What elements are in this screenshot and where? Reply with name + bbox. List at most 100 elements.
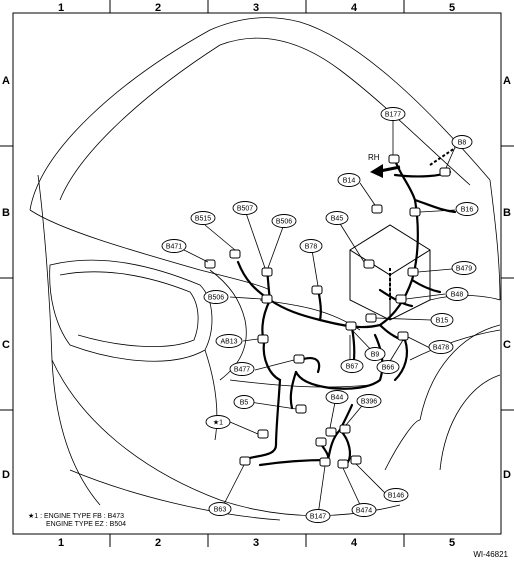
col-label-5-bottom: 5: [449, 537, 455, 549]
callout-b67: B67: [340, 359, 364, 373]
callout-b396: B396: [356, 394, 382, 408]
leader-lines: [179, 120, 457, 516]
col-label-4-top: 4: [351, 2, 358, 14]
grid-frame: [12, 12, 502, 535]
connector-b48: [395, 294, 407, 304]
figure-id: WI-46821: [473, 550, 508, 559]
callout-b63: B63: [208, 502, 232, 516]
callout-label-b479: B479: [456, 266, 472, 273]
engine-type-note-line2: ENGINE TYPE EZ : B504: [46, 521, 127, 528]
connector-b78: [311, 285, 323, 295]
callout-label-b507: B507: [237, 206, 253, 213]
callout-label-b48: B48: [451, 292, 464, 299]
callout-b471: B471: [161, 239, 187, 253]
callout-b477: B477: [229, 362, 255, 376]
callout-label-b471: B471: [166, 244, 182, 251]
callout-label-b146: B146: [388, 493, 404, 500]
callout-b506-upper: B506: [271, 214, 297, 228]
callout-ab13: AB13: [215, 334, 243, 348]
callout-label-b506-lower: B506: [208, 295, 224, 302]
callout-b78: B78: [299, 239, 323, 253]
row-label-a-right: A: [503, 75, 511, 87]
connector-ab13: [257, 334, 269, 344]
callout-label-b14: B14: [343, 178, 356, 185]
callout-b177: B177: [380, 107, 406, 121]
callout-label-b5: B5: [240, 400, 249, 407]
connector-b479: [407, 267, 419, 277]
direction-label: RH: [368, 153, 380, 162]
connector-b177: [388, 154, 400, 164]
connector-b478: [397, 331, 409, 341]
row-label-b-left: B: [2, 207, 10, 219]
callout-b474: B474: [351, 503, 377, 517]
callout-b9: B9: [364, 347, 386, 361]
col-label-2-bottom: 2: [155, 537, 161, 549]
callout-star1: ★1: [205, 415, 231, 429]
callout-label-b9: B9: [371, 352, 380, 359]
callout-b506-lower: B506: [203, 290, 229, 304]
vehicle-outline: [29, 17, 501, 521]
callout-label-b515: B515: [195, 216, 211, 223]
connector-b63: [239, 456, 251, 466]
callout-label-b67: B67: [346, 364, 359, 371]
callout-b507: B507: [232, 201, 258, 215]
row-label-d-right: D: [503, 469, 511, 481]
callout-label-b474: B474: [356, 508, 372, 515]
connector-b477: [293, 354, 305, 364]
callout-label-star1: ★1: [213, 419, 223, 427]
connector-b44: [325, 427, 337, 437]
dashed-wire: [389, 147, 456, 300]
callout-label-b44: B44: [331, 395, 344, 402]
connector-b146: [350, 455, 362, 465]
callout-b5: B5: [233, 395, 255, 409]
callout-b147: B147: [305, 509, 331, 523]
connector-b45: [363, 259, 375, 269]
callout-label-b45: B45: [331, 216, 344, 223]
row-label-c-left: C: [2, 339, 10, 351]
wire-harness: [236, 158, 457, 467]
callout-label-b147: B147: [310, 514, 326, 521]
connector-star1: [257, 429, 269, 439]
row-ticks: [0, 145, 514, 411]
direction-arrow: RH: [368, 153, 401, 178]
callout-label-b63: B63: [214, 507, 227, 514]
column-ticks: [109, 0, 405, 547]
connector-b16: [409, 207, 421, 217]
callout-b15: B15: [430, 313, 454, 327]
callout-b479: B479: [451, 261, 477, 275]
col-label-1-bottom: 1: [58, 537, 64, 549]
connector-b396: [339, 424, 351, 434]
engine-type-note-line1: ★1 : ENGINE TYPE FB : B473: [28, 513, 125, 520]
row-label-c-right: C: [503, 339, 511, 351]
callout-b16: B16: [455, 202, 479, 216]
col-label-2-top: 2: [155, 2, 161, 14]
connector-b9: [345, 321, 357, 331]
row-label-d-left: D: [2, 469, 10, 481]
callout-label-ab13: AB13: [220, 339, 237, 346]
connector-b147: [319, 457, 331, 467]
col-label-3-top: 3: [253, 2, 259, 14]
connector-b14: [371, 204, 383, 214]
callout-b44: B44: [325, 390, 349, 404]
row-label-b-right: B: [503, 207, 511, 219]
callout-label-b478: B478: [433, 345, 449, 352]
connector-b474: [337, 459, 349, 469]
row-label-a-left: A: [2, 75, 10, 87]
callout-label-b506-upper: B506: [276, 219, 292, 226]
connector-b15: [365, 313, 377, 323]
grid-labels: 1 2 3 4 5 1 2 3 4 5 A B C D A B C D: [2, 2, 511, 549]
callout-b14: B14: [337, 173, 361, 187]
callout-b45: B45: [325, 211, 349, 225]
connector-b515: [229, 249, 241, 259]
connector-b8: [439, 167, 451, 177]
callout-b48: B48: [445, 287, 469, 301]
callout-label-b16: B16: [461, 207, 474, 214]
callout-b8: B8: [451, 135, 473, 149]
callout-b478: B478: [428, 340, 454, 354]
callout-label-b396: B396: [361, 399, 377, 406]
connector-b506b: [261, 294, 273, 304]
col-label-5-top: 5: [449, 2, 455, 14]
col-label-3-bottom: 3: [253, 537, 259, 549]
connector-b506a: [261, 267, 273, 277]
col-label-1-top: 1: [58, 2, 64, 14]
